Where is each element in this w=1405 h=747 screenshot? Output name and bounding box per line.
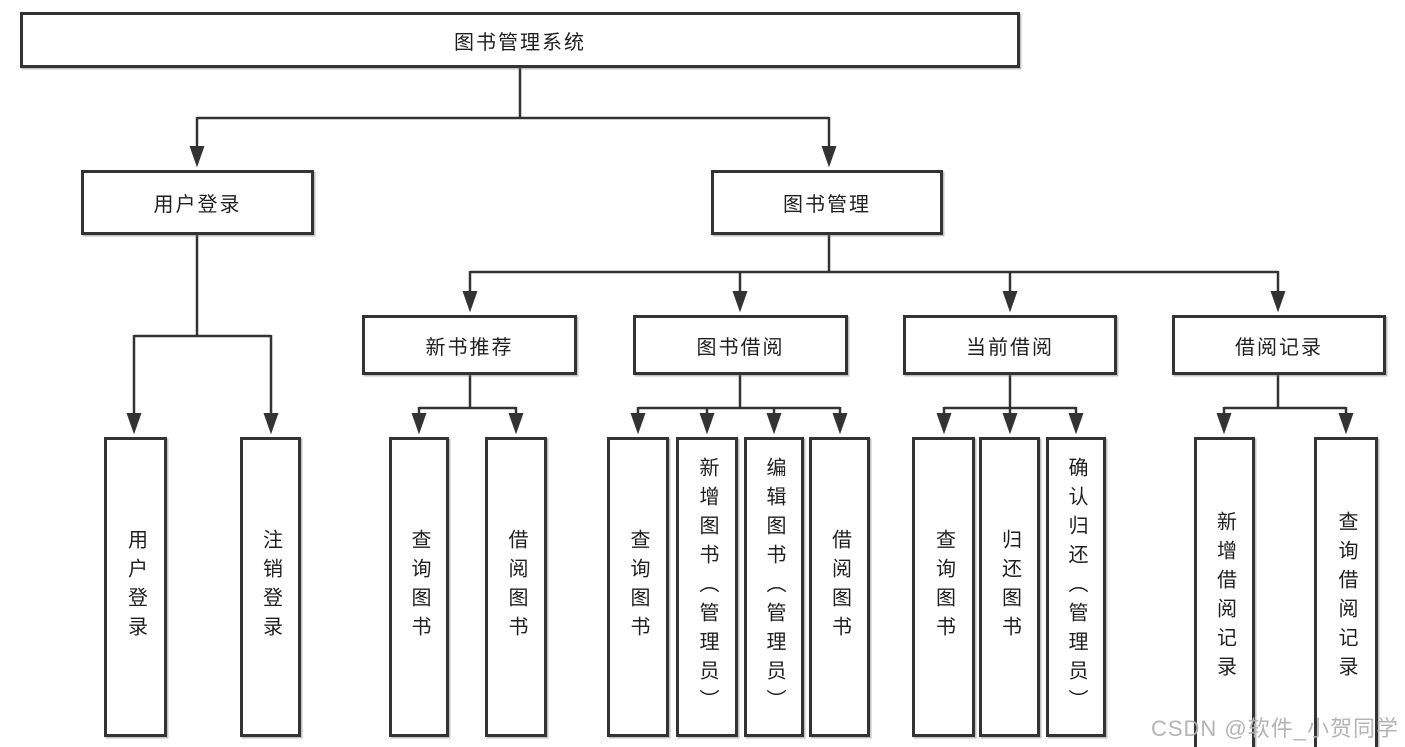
leaf-query-borrow-record: 查询借阅记录 <box>1314 437 1378 747</box>
node-new-book-recommend: 新书推荐 <box>362 315 577 375</box>
leaf-add-books-admin: 新增图书（管理员） <box>676 437 738 737</box>
node-book-management: 图书管理 <box>711 170 943 235</box>
csdn-watermark: CSDN @软件_小贺同学 <box>1150 716 1399 741</box>
leaf-return-books: 归还图书 <box>979 437 1040 737</box>
leaf-borrow-books: 借阅图书 <box>809 437 870 737</box>
leaf-user-login: 用户登录 <box>104 437 167 737</box>
leaf-confirm-return-admin: 确认归还（管理员） <box>1046 437 1106 737</box>
node-root: 图书管理系统 <box>20 12 1020 68</box>
leaf-query-books-current: 查询图书 <box>912 437 975 737</box>
node-current-borrow: 当前借阅 <box>903 315 1117 375</box>
node-borrow-records: 借阅记录 <box>1172 315 1386 375</box>
leaf-add-borrow-record: 新增借阅记录 <box>1194 437 1255 747</box>
leaf-logout-login: 注销登录 <box>240 437 301 737</box>
node-book-borrow: 图书借阅 <box>633 315 848 375</box>
leaf-query-books-borrow: 查询图书 <box>607 437 669 737</box>
node-user-login: 用户登录 <box>81 170 314 235</box>
leaf-borrow-books-recommend: 借阅图书 <box>485 437 547 737</box>
leaf-edit-books-admin: 编辑图书（管理员） <box>744 437 804 737</box>
leaf-query-books-recommend: 查询图书 <box>389 437 449 737</box>
